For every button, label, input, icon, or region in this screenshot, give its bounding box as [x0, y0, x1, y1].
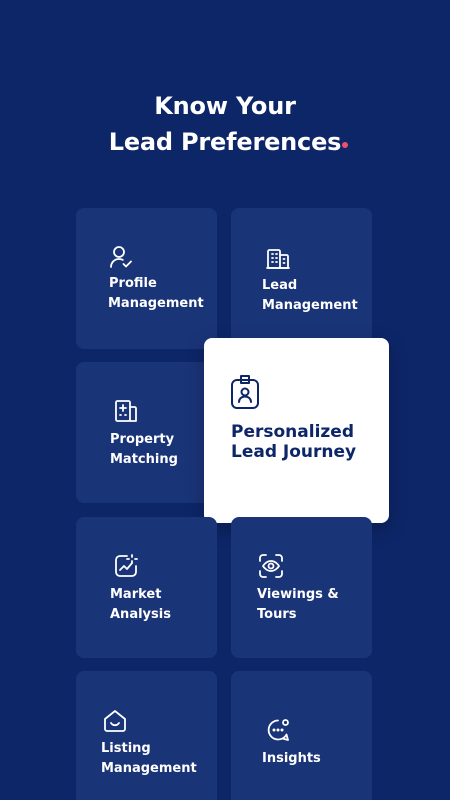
card-profile-management[interactable]: Profile Management	[76, 208, 217, 349]
page-title-line-2: Lead Preferences	[108, 128, 342, 156]
trend-chart-icon	[113, 553, 139, 579]
card-label-line-1: Market	[110, 587, 162, 602]
card-label-line-2: Management	[108, 296, 204, 311]
card-market-analysis[interactable]: Market Analysis	[76, 517, 217, 658]
card-label-line-1: Property	[110, 432, 175, 447]
card-label-line-1: Viewings &	[257, 587, 339, 602]
card-property-matching[interactable]: Property Matching	[76, 362, 217, 503]
chat-bubble-icon	[265, 717, 291, 743]
buildings-icon	[265, 245, 291, 271]
page-title-line-1: Know Your	[154, 92, 296, 120]
card-label-line-2: Matching	[110, 452, 178, 467]
featured-card-personalized-lead-journey[interactable]: Personalized Lead Journey	[204, 338, 389, 523]
card-insights[interactable]: Insights	[231, 671, 372, 800]
card-label-line-2: Management	[101, 761, 197, 776]
card-label-line-1: Listing	[101, 741, 151, 756]
card-label-line-1: Profile	[109, 276, 157, 291]
card-lead-management[interactable]: Lead Management	[231, 208, 372, 349]
accent-dot	[342, 142, 348, 148]
user-check-icon	[108, 244, 134, 270]
card-label-line-2: Tours	[257, 607, 297, 622]
eye-scan-icon	[258, 553, 284, 579]
card-viewings-tours[interactable]: Viewings & Tours	[231, 517, 372, 658]
card-listing-management[interactable]: Listing Management	[76, 671, 217, 800]
building-plus-icon	[113, 398, 139, 424]
featured-card-label: Personalized Lead Journey	[231, 422, 357, 462]
card-label-line-1: Insights	[262, 751, 321, 766]
card-label-line-2: Management	[262, 298, 358, 313]
smile-home-icon	[102, 708, 128, 734]
id-badge-icon	[230, 374, 260, 410]
card-label-line-2: Analysis	[110, 607, 171, 622]
card-label-line-1: Lead	[262, 278, 298, 293]
